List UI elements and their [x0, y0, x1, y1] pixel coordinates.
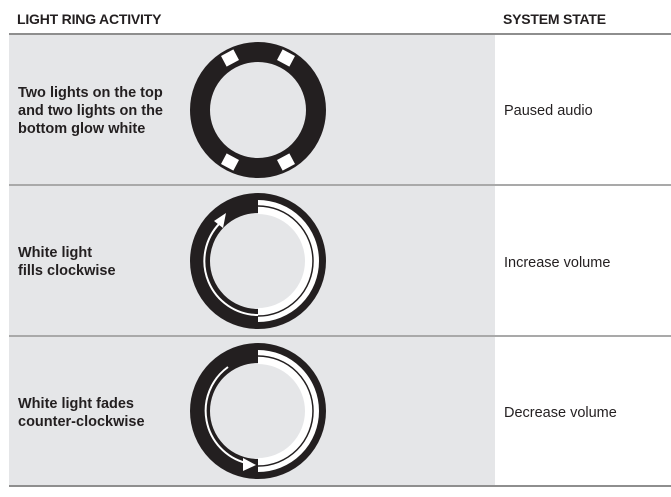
row-divider [9, 335, 671, 337]
description-line: White light fades [18, 396, 134, 412]
header-rule [9, 33, 671, 35]
description-line: counter-clockwise [18, 414, 145, 430]
description-line: Two lights on the top [18, 85, 163, 101]
activity-cell: White light fades counter-clockwise [9, 337, 495, 485]
description-line: fills clockwise [18, 263, 116, 279]
activity-description: White light fades counter-clockwise [18, 395, 145, 431]
row-divider [9, 184, 671, 186]
activity-cell: White light fills clockwise [9, 186, 495, 335]
table-row: White light fills clockwise Increase vol… [9, 186, 671, 335]
column-header-system-state: SYSTEM STATE [503, 11, 606, 27]
table-row: Two lights on the top and two lights on … [9, 35, 671, 184]
table-row: White light fades counter-clockwise Decr… [9, 337, 671, 485]
activity-description: White light fills clockwise [18, 244, 116, 280]
description-line: bottom glow white [18, 121, 146, 137]
activity-description: Two lights on the top and two lights on … [18, 84, 163, 138]
system-state: Increase volume [504, 255, 611, 271]
system-state: Paused audio [504, 103, 593, 119]
ring-fill-clockwise-icon [190, 193, 326, 329]
four-lights-ring-icon [190, 42, 326, 178]
activity-cell: Two lights on the top and two lights on … [9, 35, 495, 184]
description-line: and two lights on the [18, 103, 163, 119]
table-bottom-rule [9, 485, 671, 487]
ring-fade-counterclockwise-icon [190, 343, 326, 479]
column-header-light-ring-activity: LIGHT RING ACTIVITY [17, 11, 162, 27]
description-line: White light [18, 245, 93, 261]
system-state: Decrease volume [504, 405, 617, 421]
